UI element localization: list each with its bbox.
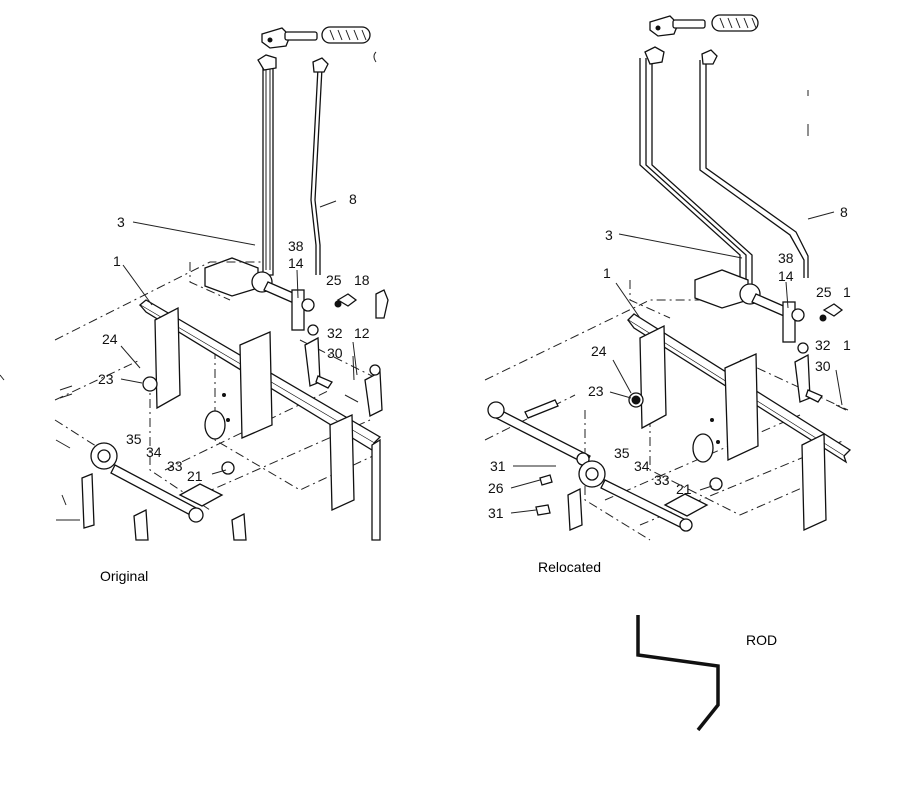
- caption-relocated: Relocated: [538, 559, 601, 575]
- relocated-frame: [484, 280, 852, 541]
- callout-1: 1: [113, 253, 121, 269]
- callout-33: 33: [654, 472, 670, 488]
- callout-21: 21: [676, 481, 692, 497]
- callout-38: 38: [778, 250, 794, 266]
- callout-35: 35: [614, 445, 630, 461]
- callout-1b: 1: [843, 284, 851, 300]
- callout-35: 35: [126, 431, 142, 447]
- original-handle-grip: [261, 26, 377, 63]
- callout-34: 34: [634, 458, 650, 474]
- callout-14: 14: [288, 255, 304, 271]
- relocated-diagram: 1 3 8 38 14 25 1 24 23 32 1 30 35 34 33 …: [484, 14, 852, 575]
- relocated-handle-grip: [649, 14, 809, 136]
- original-rod: [310, 57, 329, 275]
- callout-21: 21: [187, 468, 203, 484]
- callout-30: 30: [815, 358, 831, 374]
- caption-original: Original: [100, 568, 148, 584]
- relocated-leader-lines: [510, 211, 843, 514]
- callout-32: 32: [327, 325, 343, 341]
- callout-3: 3: [605, 227, 613, 243]
- callout-8: 8: [840, 204, 848, 220]
- callout-14: 14: [778, 268, 794, 284]
- original-diagram: 1 3 8 38 14 25 18 24 23 32 12 30 35 34 3…: [0, 26, 389, 584]
- relocated-pivot-assembly: [694, 269, 844, 343]
- rod-shape: [636, 615, 720, 732]
- callout-34: 34: [146, 444, 162, 460]
- callout-33: 33: [167, 458, 183, 474]
- callout-18: 18: [354, 272, 370, 288]
- callout-23: 23: [588, 383, 604, 399]
- rod-sketch: ROD: [636, 615, 777, 732]
- callout-1c: 1: [843, 337, 851, 353]
- callout-38: 38: [288, 238, 304, 254]
- callout-24: 24: [591, 343, 607, 359]
- callout-32: 32: [815, 337, 831, 353]
- callout-31a: 31: [490, 458, 506, 474]
- callout-24: 24: [102, 331, 118, 347]
- original-handle-lever: [257, 54, 277, 276]
- callout-25: 25: [816, 284, 832, 300]
- original-callouts: 1 3 8 38 14 25 18 24 23 32 12 30 35 34 3…: [98, 191, 370, 484]
- original-leader-lines: [120, 200, 358, 475]
- original-frame: [0, 261, 383, 541]
- relocated-handle-lever: [639, 46, 753, 290]
- callout-30: 30: [327, 345, 343, 361]
- callout-31b: 31: [488, 505, 504, 521]
- callout-23: 23: [98, 371, 114, 387]
- callout-3: 3: [117, 214, 125, 230]
- relocated-rod: [699, 49, 809, 278]
- callout-12: 12: [354, 325, 370, 341]
- callout-25: 25: [326, 272, 342, 288]
- callout-8: 8: [349, 191, 357, 207]
- callout-26: 26: [488, 480, 504, 496]
- original-pivot-assembly: [204, 257, 389, 331]
- relocated-callouts: 1 3 8 38 14 25 1 24 23 32 1 30 35 34 33 …: [488, 204, 851, 521]
- caption-rod: ROD: [746, 632, 777, 648]
- callout-1: 1: [603, 265, 611, 281]
